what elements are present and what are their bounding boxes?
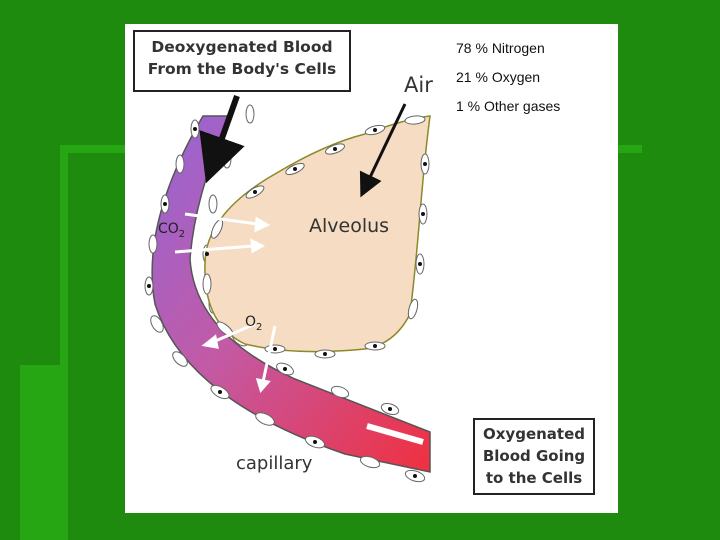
oxygen-name: Oxygen bbox=[491, 69, 541, 85]
o2-subscript: 2 bbox=[256, 321, 263, 333]
co2-subscript: 2 bbox=[178, 228, 186, 240]
co2-text: CO bbox=[158, 221, 179, 237]
oxy-line-2: Blood Going bbox=[482, 447, 586, 465]
deoxygenated-blood-box: Deoxygenated Blood From the Body's Cells bbox=[133, 30, 351, 92]
oxy-line-3: to the Cells bbox=[485, 469, 583, 487]
nitrogen-percent: 78 % bbox=[456, 40, 488, 56]
deoxy-line-1: Deoxygenated Blood bbox=[151, 38, 333, 56]
oxygen-percent: 21 % bbox=[456, 69, 488, 85]
nitrogen-name: Nitrogen bbox=[491, 40, 545, 56]
o2-label: O2 bbox=[245, 314, 262, 333]
nitrogen-line: 78 % Nitrogen bbox=[456, 40, 545, 56]
deoxy-line-2: From the Body's Cells bbox=[147, 60, 337, 78]
capillary-vessel bbox=[151, 115, 431, 473]
o2-arrows bbox=[201, 322, 277, 394]
bg-stripe-bottom bbox=[20, 365, 60, 540]
diagram-panel: Deoxygenated Blood From the Body's Cells… bbox=[125, 24, 618, 513]
other-gases-percent: 1 % bbox=[456, 98, 481, 114]
alveolus-diagram bbox=[144, 94, 431, 483]
oxygen-line: 21 % Oxygen bbox=[456, 69, 540, 85]
oxygenated-blood-box: Oxygenated Blood Going to the Cells bbox=[473, 418, 595, 495]
co2-label: CO2 bbox=[158, 221, 185, 240]
air-arrow bbox=[359, 103, 407, 198]
other-gases-line: 1 % Other gases bbox=[456, 98, 560, 114]
deoxy-arrow bbox=[199, 94, 245, 184]
alveolus-label: Alveolus bbox=[309, 215, 390, 237]
air-label: Air bbox=[404, 73, 433, 97]
oxy-line-1: Oxygenated bbox=[483, 425, 585, 443]
other-gases-name: Other gases bbox=[484, 98, 561, 114]
o2-text: O bbox=[245, 314, 257, 330]
capillary-label: capillary bbox=[236, 453, 313, 474]
co2-arrows bbox=[174, 212, 271, 254]
bg-stripe-vertical bbox=[60, 145, 68, 540]
outflow-arrow-line bbox=[366, 423, 424, 445]
